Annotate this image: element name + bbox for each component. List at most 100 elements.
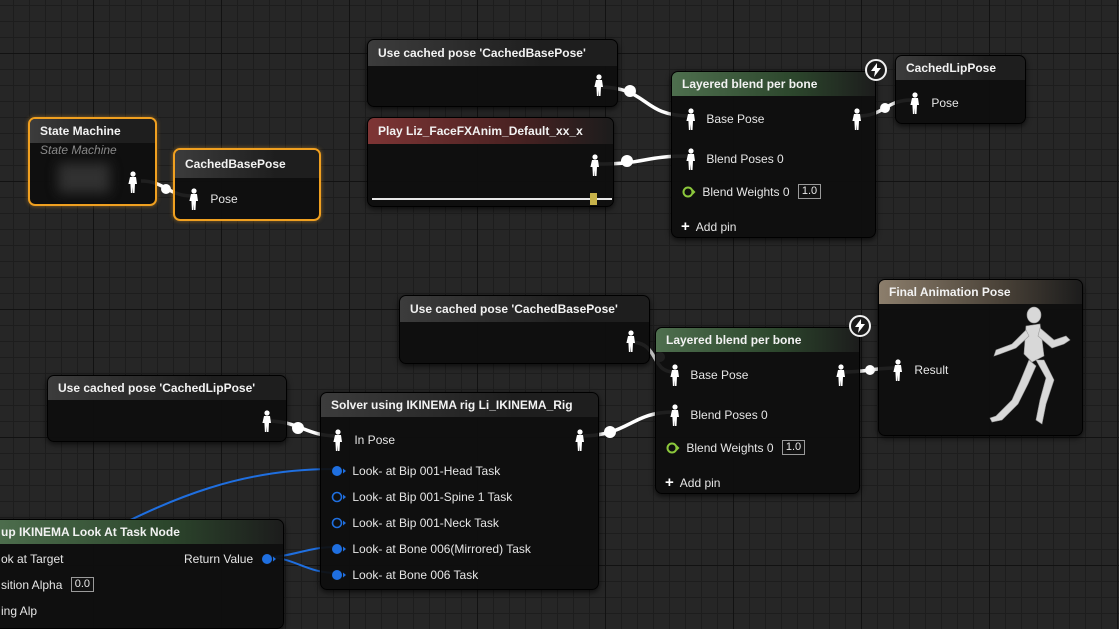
struct-pin-connected-icon (332, 465, 346, 476)
cached-base-pose-node[interactable]: CachedBasePose Pose (173, 148, 321, 221)
node-title: Layered blend per bone (656, 328, 859, 352)
person-figure-icon (670, 364, 679, 386)
pin-label: Blend Poses 0 (706, 152, 784, 166)
state-machine-node[interactable]: State Machine State Machine (28, 117, 157, 206)
blend-poses-pin[interactable]: Blend Poses 0 (670, 404, 768, 426)
layered-blend-node-1[interactable]: Layered blend per bone Base Pose Blend P… (671, 71, 876, 238)
task-pin-head[interactable]: Look- at Bip 001-Head Task (331, 462, 500, 478)
blend-weight-value-field[interactable]: 1.0 (797, 184, 822, 200)
person-figure-icon (262, 410, 271, 432)
node-title: State Machine (30, 119, 155, 143)
blend-poses-pin[interactable]: Blend Poses 0 (686, 148, 784, 170)
pin-label: Blend Poses 0 (690, 408, 768, 422)
person-figure-icon (686, 148, 695, 170)
output-pose-pin[interactable] (836, 364, 846, 386)
node-title: up IKINEMA Look At Task Node (0, 520, 283, 544)
node-title: CachedBasePose (175, 150, 319, 178)
pin-label: Look- at Bip 001-Head Task (352, 463, 501, 478)
use-cached-base-pose-node-1[interactable]: Use cached pose 'CachedBasePose' (367, 39, 618, 107)
blend-weights-pin[interactable]: Blend Weights 0 1.0 (666, 439, 806, 456)
setup-look-at-task-node[interactable]: up IKINEMA Look At Task Node ok at Targe… (0, 519, 284, 629)
plus-icon: + (681, 217, 690, 235)
use-cached-lip-pose-node[interactable]: Use cached pose 'CachedLipPose' (47, 375, 287, 442)
struct-pin-connected-icon (332, 543, 346, 554)
pin-label: In Pose (354, 433, 396, 447)
node-title: Layered blend per bone (672, 72, 875, 96)
pin-label: Blend Weights 0 (686, 440, 774, 455)
output-pose-pin[interactable] (128, 171, 138, 193)
base-pose-pin[interactable]: Base Pose (686, 108, 765, 130)
play-animation-node[interactable]: Play Liz_FaceFXAnim_Default_xx_x (367, 117, 614, 207)
extra-alpha-pin[interactable]: ing Alp (1, 602, 37, 618)
output-pose-pin[interactable] (575, 429, 585, 451)
person-figure-icon (594, 74, 603, 96)
person-figure-icon (836, 364, 845, 386)
cached-lip-pose-node[interactable]: CachedLipPose Pose (895, 55, 1026, 124)
node-title: Use cached pose 'CachedBasePose' (368, 40, 617, 66)
look-at-target-pin[interactable]: ok at Target (1, 550, 63, 566)
struct-pin-empty-icon (331, 517, 346, 529)
node-title: Play Liz_FaceFXAnim_Default_xx_x (368, 118, 613, 144)
output-pose-pin[interactable] (590, 154, 600, 176)
final-animation-pose-node[interactable]: Final Animation Pose Result (878, 279, 1083, 436)
person-figure-icon (670, 404, 679, 426)
output-pose-pin[interactable] (852, 108, 862, 130)
task-pin-bone006[interactable]: Look- at Bone 006 Task (331, 566, 478, 582)
ikinema-solver-node[interactable]: Solver using IKINEMA rig Li_IKINEMA_Rig … (320, 392, 599, 590)
input-pose-pin[interactable]: Pose (189, 188, 238, 210)
node-title: Final Animation Pose (879, 280, 1082, 304)
return-value-pin[interactable]: Return Value (184, 550, 277, 566)
in-pose-pin[interactable]: In Pose (333, 429, 396, 451)
person-figure-icon (575, 429, 584, 451)
person-figure-icon (189, 188, 198, 210)
output-pose-pin[interactable] (626, 330, 636, 352)
pin-label: Result (914, 363, 949, 377)
add-pin-button[interactable]: + Add pin (665, 474, 720, 490)
position-alpha-pin[interactable]: sition Alpha 0.0 (1, 576, 95, 593)
blend-weight-value-field[interactable]: 1.0 (781, 440, 806, 456)
struct-pin-empty-icon (331, 491, 346, 503)
float-pin-icon (666, 442, 680, 454)
layered-blend-node-2[interactable]: Layered blend per bone Base Pose Blend P… (655, 327, 860, 494)
playback-scrubber-handle[interactable] (589, 193, 597, 205)
state-machine-preview (58, 163, 110, 193)
person-figure-icon (893, 359, 902, 381)
pin-label: Base Pose (706, 112, 765, 126)
lightning-bolt-icon (865, 59, 887, 81)
base-pose-pin[interactable]: Base Pose (670, 364, 748, 386)
wire-return-to-head-task (109, 467, 338, 531)
result-pose-pin[interactable]: Result (893, 359, 949, 381)
blend-weights-pin[interactable]: Blend Weights 0 1.0 (682, 183, 822, 200)
pin-label: Look- at Bone 006(Mirrored) Task (352, 541, 531, 556)
pin-label: Add pin (695, 219, 737, 234)
plus-icon: + (665, 473, 674, 491)
position-alpha-value-field[interactable]: 0.0 (70, 577, 95, 593)
task-pin-bone006-mirrored[interactable]: Look- at Bone 006(Mirrored) Task (331, 540, 531, 556)
lightning-bolt-icon (849, 315, 871, 337)
pin-label: Pose (210, 192, 238, 206)
input-pose-pin[interactable]: Pose (910, 92, 959, 114)
pin-label: Add pin (679, 475, 721, 490)
use-cached-base-pose-node-2[interactable]: Use cached pose 'CachedBasePose' (399, 295, 650, 364)
node-title: Use cached pose 'CachedBasePose' (400, 296, 649, 322)
pin-label: Blend Weights 0 (702, 184, 790, 199)
running-mannequin-icon (989, 306, 1071, 425)
output-pose-pin[interactable] (262, 410, 272, 432)
node-title: CachedLipPose (896, 56, 1025, 80)
person-figure-icon (333, 429, 342, 451)
pin-label: Return Value (184, 551, 254, 566)
task-pin-neck[interactable]: Look- at Bip 001-Neck Task (331, 514, 499, 530)
person-figure-icon (626, 330, 635, 352)
person-figure-icon (910, 92, 919, 114)
node-title: Use cached pose 'CachedLipPose' (48, 376, 286, 400)
add-pin-button[interactable]: + Add pin (681, 218, 736, 234)
struct-pin-connected-icon (261, 553, 276, 564)
person-figure-icon (128, 171, 137, 193)
playback-progress-bar (372, 198, 612, 200)
pin-label: Look- at Bip 001-Spine 1 Task (352, 489, 513, 504)
person-figure-icon (590, 154, 599, 176)
pin-label: Pose (931, 96, 959, 110)
output-pose-pin[interactable] (594, 74, 604, 96)
struct-pin-connected-icon (332, 569, 346, 580)
task-pin-spine[interactable]: Look- at Bip 001-Spine 1 Task (331, 488, 512, 504)
